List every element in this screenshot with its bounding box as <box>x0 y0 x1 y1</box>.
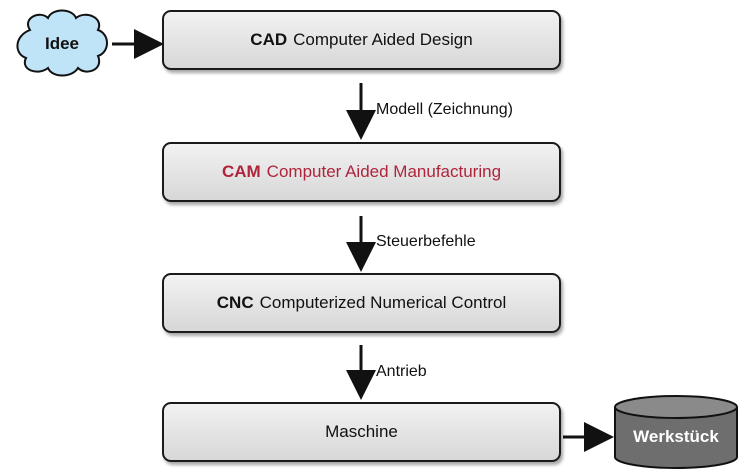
cnc-abbr: CNC <box>216 293 254 312</box>
cam-abbr: CAM <box>221 162 261 181</box>
workpiece-cylinder-shape <box>614 395 738 469</box>
workpiece-label: Werkstück <box>633 427 719 446</box>
cad-abbr: CAD <box>250 30 288 49</box>
edge-label-commands: Steuerbefehle <box>376 233 476 250</box>
cnc-box: CNC Computerized Numerical Control <box>162 273 561 333</box>
edge-label-model: Modell (Zeichnung) <box>376 101 513 118</box>
cam-box: CAM Computer Aided Manufacturing <box>162 142 561 202</box>
cad-box: CAD Computer Aided Design <box>162 10 561 70</box>
idea-label: Idee <box>44 34 80 53</box>
cam-text: Computer Aided Manufacturing <box>266 162 502 181</box>
cnc-text: Computerized Numerical Control <box>259 293 507 312</box>
edge-label-drive: Antrieb <box>376 363 427 380</box>
machine-text: Maschine <box>325 422 398 441</box>
idea-cloud-shape <box>16 9 108 77</box>
cad-text: Computer Aided Design <box>293 30 473 49</box>
machine-box: Maschine <box>162 402 561 462</box>
